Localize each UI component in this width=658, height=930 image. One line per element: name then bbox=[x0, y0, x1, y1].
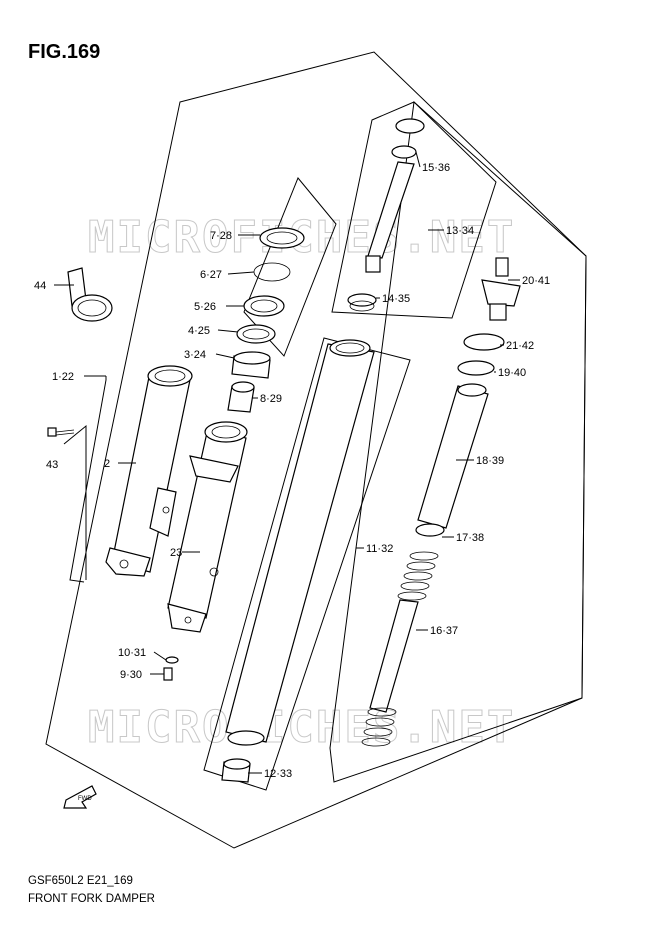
footer-model-code: GSF650L2 E21_169 bbox=[28, 875, 133, 887]
callout-2: 2 bbox=[104, 458, 110, 470]
callout-14-35: 14·35 bbox=[382, 293, 410, 305]
callout-9-30: 9·30 bbox=[120, 669, 142, 681]
callout-18-39: 18·39 bbox=[476, 455, 504, 467]
callout-16-37: 16·37 bbox=[430, 625, 458, 637]
callout-43: 43 bbox=[46, 459, 58, 471]
callout-44: 44 bbox=[34, 280, 46, 292]
damper-frame bbox=[329, 100, 587, 783]
washer-bolt-bottom bbox=[163, 656, 179, 681]
callout-6-27: 6·27 bbox=[200, 269, 222, 281]
outer-tube-right bbox=[167, 421, 248, 633]
callout-15-36: 15·36 bbox=[422, 162, 450, 174]
fwd-arrow-icon: FWD bbox=[63, 785, 97, 809]
callout-5-26: 5·26 bbox=[194, 301, 216, 313]
inner-tube-11 bbox=[225, 339, 375, 746]
bolt-43 bbox=[47, 427, 75, 437]
seal-group-frame bbox=[243, 177, 337, 357]
damper-rod-assembly bbox=[361, 257, 521, 747]
callout-21-42: 21·42 bbox=[506, 340, 534, 352]
fwd-label: FWD bbox=[78, 796, 92, 802]
footer-description: FRONT FORK DAMPER bbox=[28, 893, 155, 905]
callout-17-38: 17·38 bbox=[456, 532, 484, 544]
callout-7-28: 7·28 bbox=[210, 230, 232, 242]
cartridge-13 bbox=[347, 118, 425, 312]
callout-12-33: 12·33 bbox=[264, 768, 292, 780]
cartridge-top-frame bbox=[331, 101, 497, 319]
bushing-12 bbox=[221, 758, 251, 783]
fork-guard-44 bbox=[67, 267, 113, 322]
spring-bottom bbox=[361, 707, 397, 747]
callout-4-25: 4·25 bbox=[188, 325, 210, 337]
callout-20-41: 20·41 bbox=[522, 275, 550, 287]
callout-8-29: 8·29 bbox=[260, 393, 282, 405]
callout-3-24: 3·24 bbox=[184, 349, 206, 361]
callout-1-22: 1·22 bbox=[52, 371, 74, 383]
leader-lines bbox=[54, 151, 520, 774]
watermark-bottom: MICROFICHES.NET bbox=[88, 702, 515, 753]
spring-16 bbox=[397, 551, 439, 601]
figure-title: FIG.169 bbox=[28, 41, 100, 63]
outer-tube-left bbox=[105, 365, 193, 577]
seal-stack bbox=[227, 227, 305, 413]
callout-23: 23 bbox=[170, 547, 182, 559]
callout-19-40: 19·40 bbox=[498, 367, 526, 379]
callout-11-32: 11·32 bbox=[366, 543, 393, 555]
callout-10-31: 10·31 bbox=[118, 647, 146, 659]
inner-tube-frame bbox=[203, 337, 411, 791]
callout-13-34: 13·34 bbox=[446, 225, 474, 237]
